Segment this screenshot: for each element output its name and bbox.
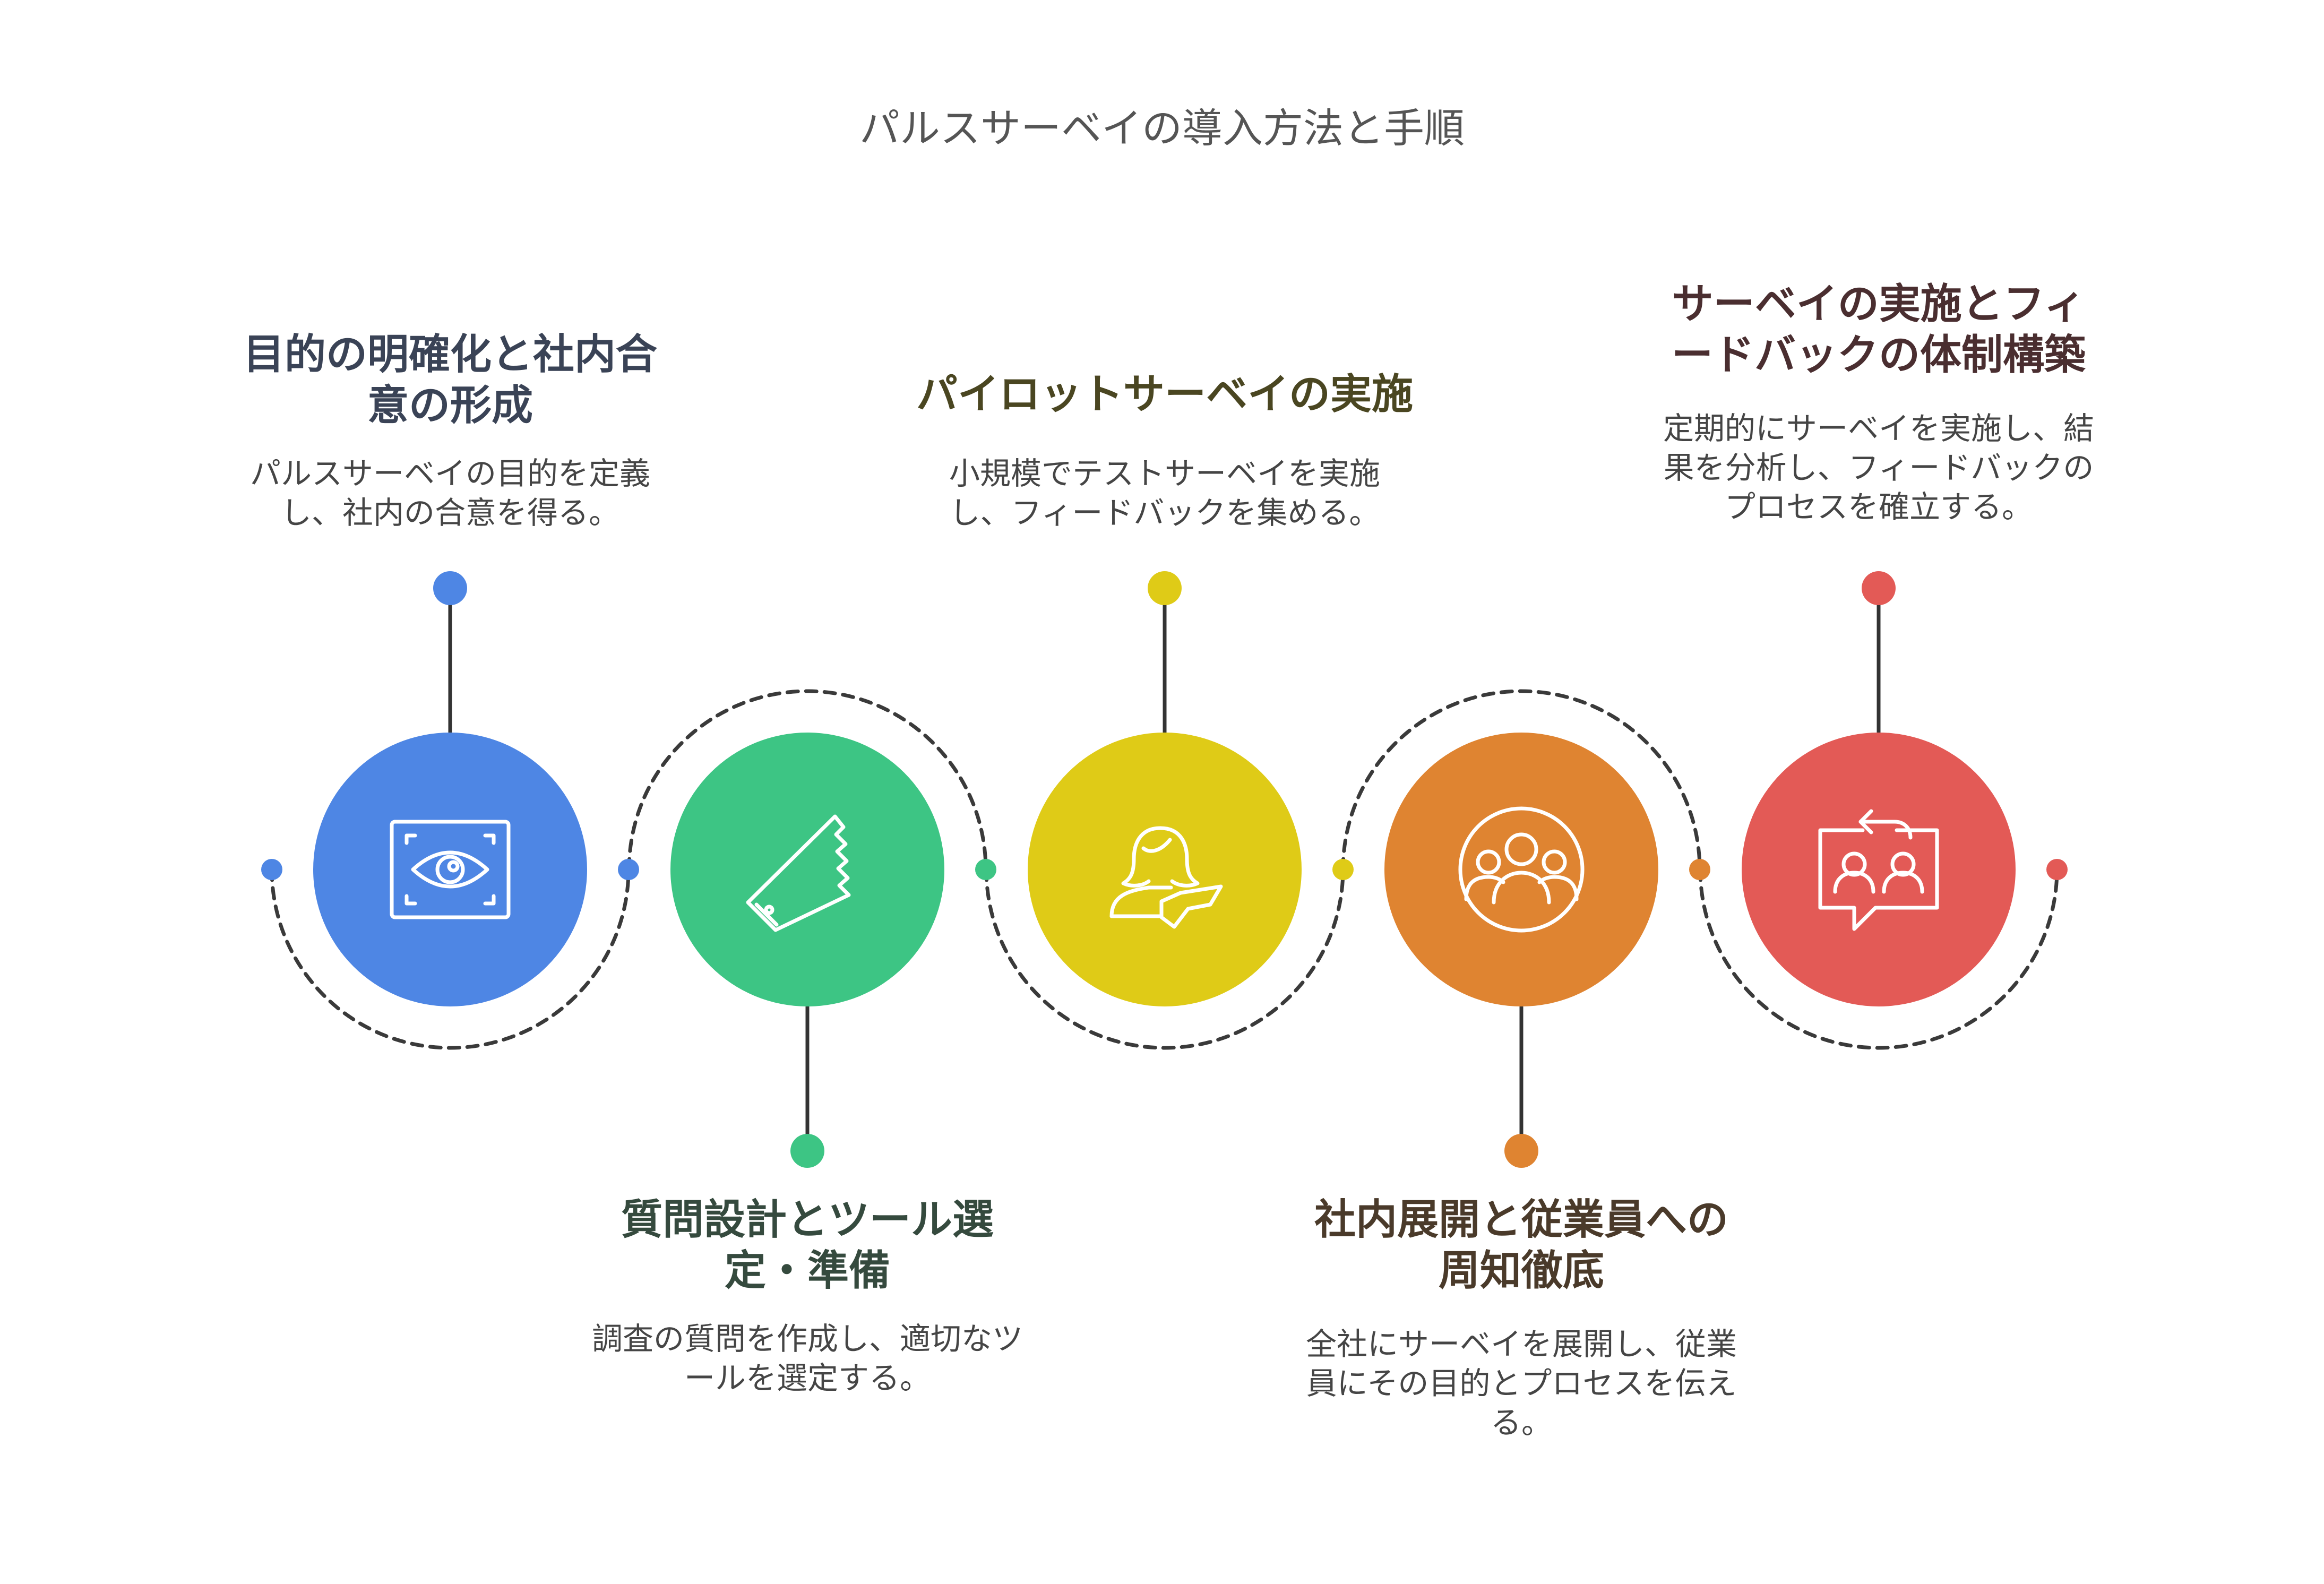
stem-dot: [1862, 571, 1896, 605]
step-description: 全社にサーベイを展開し、従業員にその目的とプロセスを伝える。: [1282, 1324, 1760, 1442]
connector-dot: [1689, 859, 1710, 880]
step-title: 質問設計とツール選定・準備: [558, 1194, 1057, 1296]
step-title-line: サーベイの実施とフィ: [1672, 280, 2086, 328]
step-description-line: 全社にサーベイを展開し、従業: [1305, 1326, 1737, 1362]
connector-arc: [627, 689, 988, 872]
step-description-line: 員にその目的とプロセスを伝え: [1306, 1365, 1737, 1401]
step-description-line: 小規模でテストサーベイを実施: [949, 455, 1380, 492]
step-title-line: 目的の明確化と社内合: [243, 331, 657, 378]
step-title: 社内展開と従業員への周知徹底: [1272, 1194, 1771, 1296]
group-icon: [1458, 806, 1585, 933]
step-description-line: パルスサーベイの目的を定義: [249, 455, 650, 492]
step-description: 定期的にサーベイを実施し、結果を分析し、フィードバックのプロセスを確立する。: [1640, 409, 2118, 527]
connector-arc: [270, 867, 631, 1050]
step-description-line: プロセスを確立する。: [1724, 489, 2033, 525]
step-description-line: 果を分析し、フィードバックの: [1663, 450, 2094, 486]
step-title-line: 意の形成: [367, 382, 533, 429]
stem-dot: [790, 1134, 824, 1168]
page-title: パルスサーベイの導入方法と手順: [859, 105, 1465, 152]
connector-arc: [984, 867, 1345, 1050]
connector-dot: [618, 859, 639, 880]
step-description-line: し、フィードバックを集める。: [949, 495, 1380, 531]
step-title-line: 質問設計とツール選: [621, 1196, 994, 1244]
person-handing-icon: [1109, 826, 1223, 929]
saw-icon: [746, 814, 851, 932]
step-description-line: し、社内の合意を得る。: [280, 495, 619, 531]
step-description-line: る。: [1490, 1405, 1552, 1441]
connector-arc: [1698, 867, 2059, 1050]
step-title: 目的の明確化と社内合意の形成: [201, 329, 700, 431]
step-circle: [1742, 733, 2016, 1006]
connector-arc: [1341, 689, 1702, 872]
step-title: サーベイの実施とフィードバックの体制構築: [1629, 279, 2128, 381]
stem-dot: [1504, 1134, 1538, 1168]
connector-dot: [261, 859, 282, 880]
step-description: 小規模でテストサーベイを実施し、フィードバックを集める。: [926, 454, 1404, 532]
feedback-chat-icon: [1818, 809, 1939, 931]
step-title-line: ードバックの体制構築: [1671, 331, 2086, 379]
step-circle: [670, 733, 944, 1006]
connector-dot: [1332, 859, 1354, 880]
step-description: 調査の質問を作成し、適切なツールを選定する。: [569, 1319, 1046, 1398]
eye-scan-icon: [390, 820, 511, 919]
step-title-line: 周知徹底: [1438, 1247, 1604, 1295]
step-description-line: ールを選定する。: [684, 1360, 931, 1396]
step-title-line: パイロットサーベイの実施: [916, 371, 1413, 418]
step-circle: [1384, 733, 1658, 1006]
step-circle: [1028, 733, 1302, 1006]
step-description-line: 調査の質問を作成し、適切なツ: [591, 1321, 1023, 1357]
step-description-line: 定期的にサーベイを実施し、結: [1663, 410, 2094, 446]
step-title-line: 社内展開と従業員への: [1314, 1196, 1728, 1244]
step-title: パイロットサーベイの実施: [915, 369, 1414, 420]
stem-dot: [1148, 571, 1182, 605]
step-title-line: 定・準備: [724, 1247, 890, 1295]
step-description: パルスサーベイの目的を定義し、社内の合意を得る。: [211, 454, 689, 532]
connector-dot: [975, 859, 996, 880]
connector-dot: [2046, 859, 2068, 880]
stem-dot: [433, 571, 467, 605]
